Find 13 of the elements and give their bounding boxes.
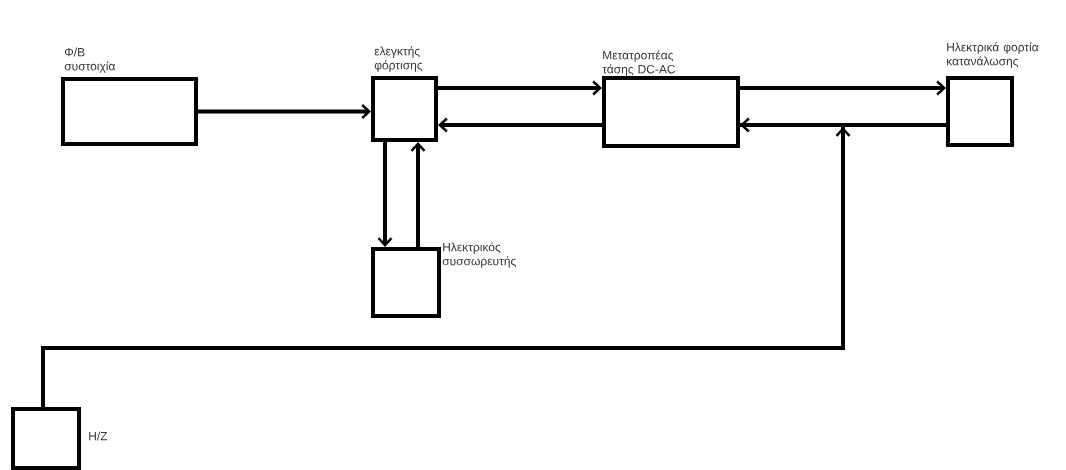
block-label: Μετατροπέας τάσης DC-AC [602, 50, 676, 76]
arrow [438, 80, 602, 96]
arrow [410, 142, 426, 247]
arrow [438, 117, 602, 133]
arrow [740, 117, 946, 133]
block-label: ελεγκτής φόρτισης [374, 46, 423, 72]
block-label: Φ/Β συστοιχία [64, 47, 116, 73]
block-label: Η/Ζ [89, 431, 108, 441]
block-label: Ηλεκτρικός συσσωρευτής [442, 242, 516, 268]
arrow [740, 80, 946, 96]
block-label: Ηλεκτρικά φορτία κατανάλωσης [947, 42, 1039, 68]
arrow [198, 104, 371, 119]
arrow [377, 142, 393, 247]
